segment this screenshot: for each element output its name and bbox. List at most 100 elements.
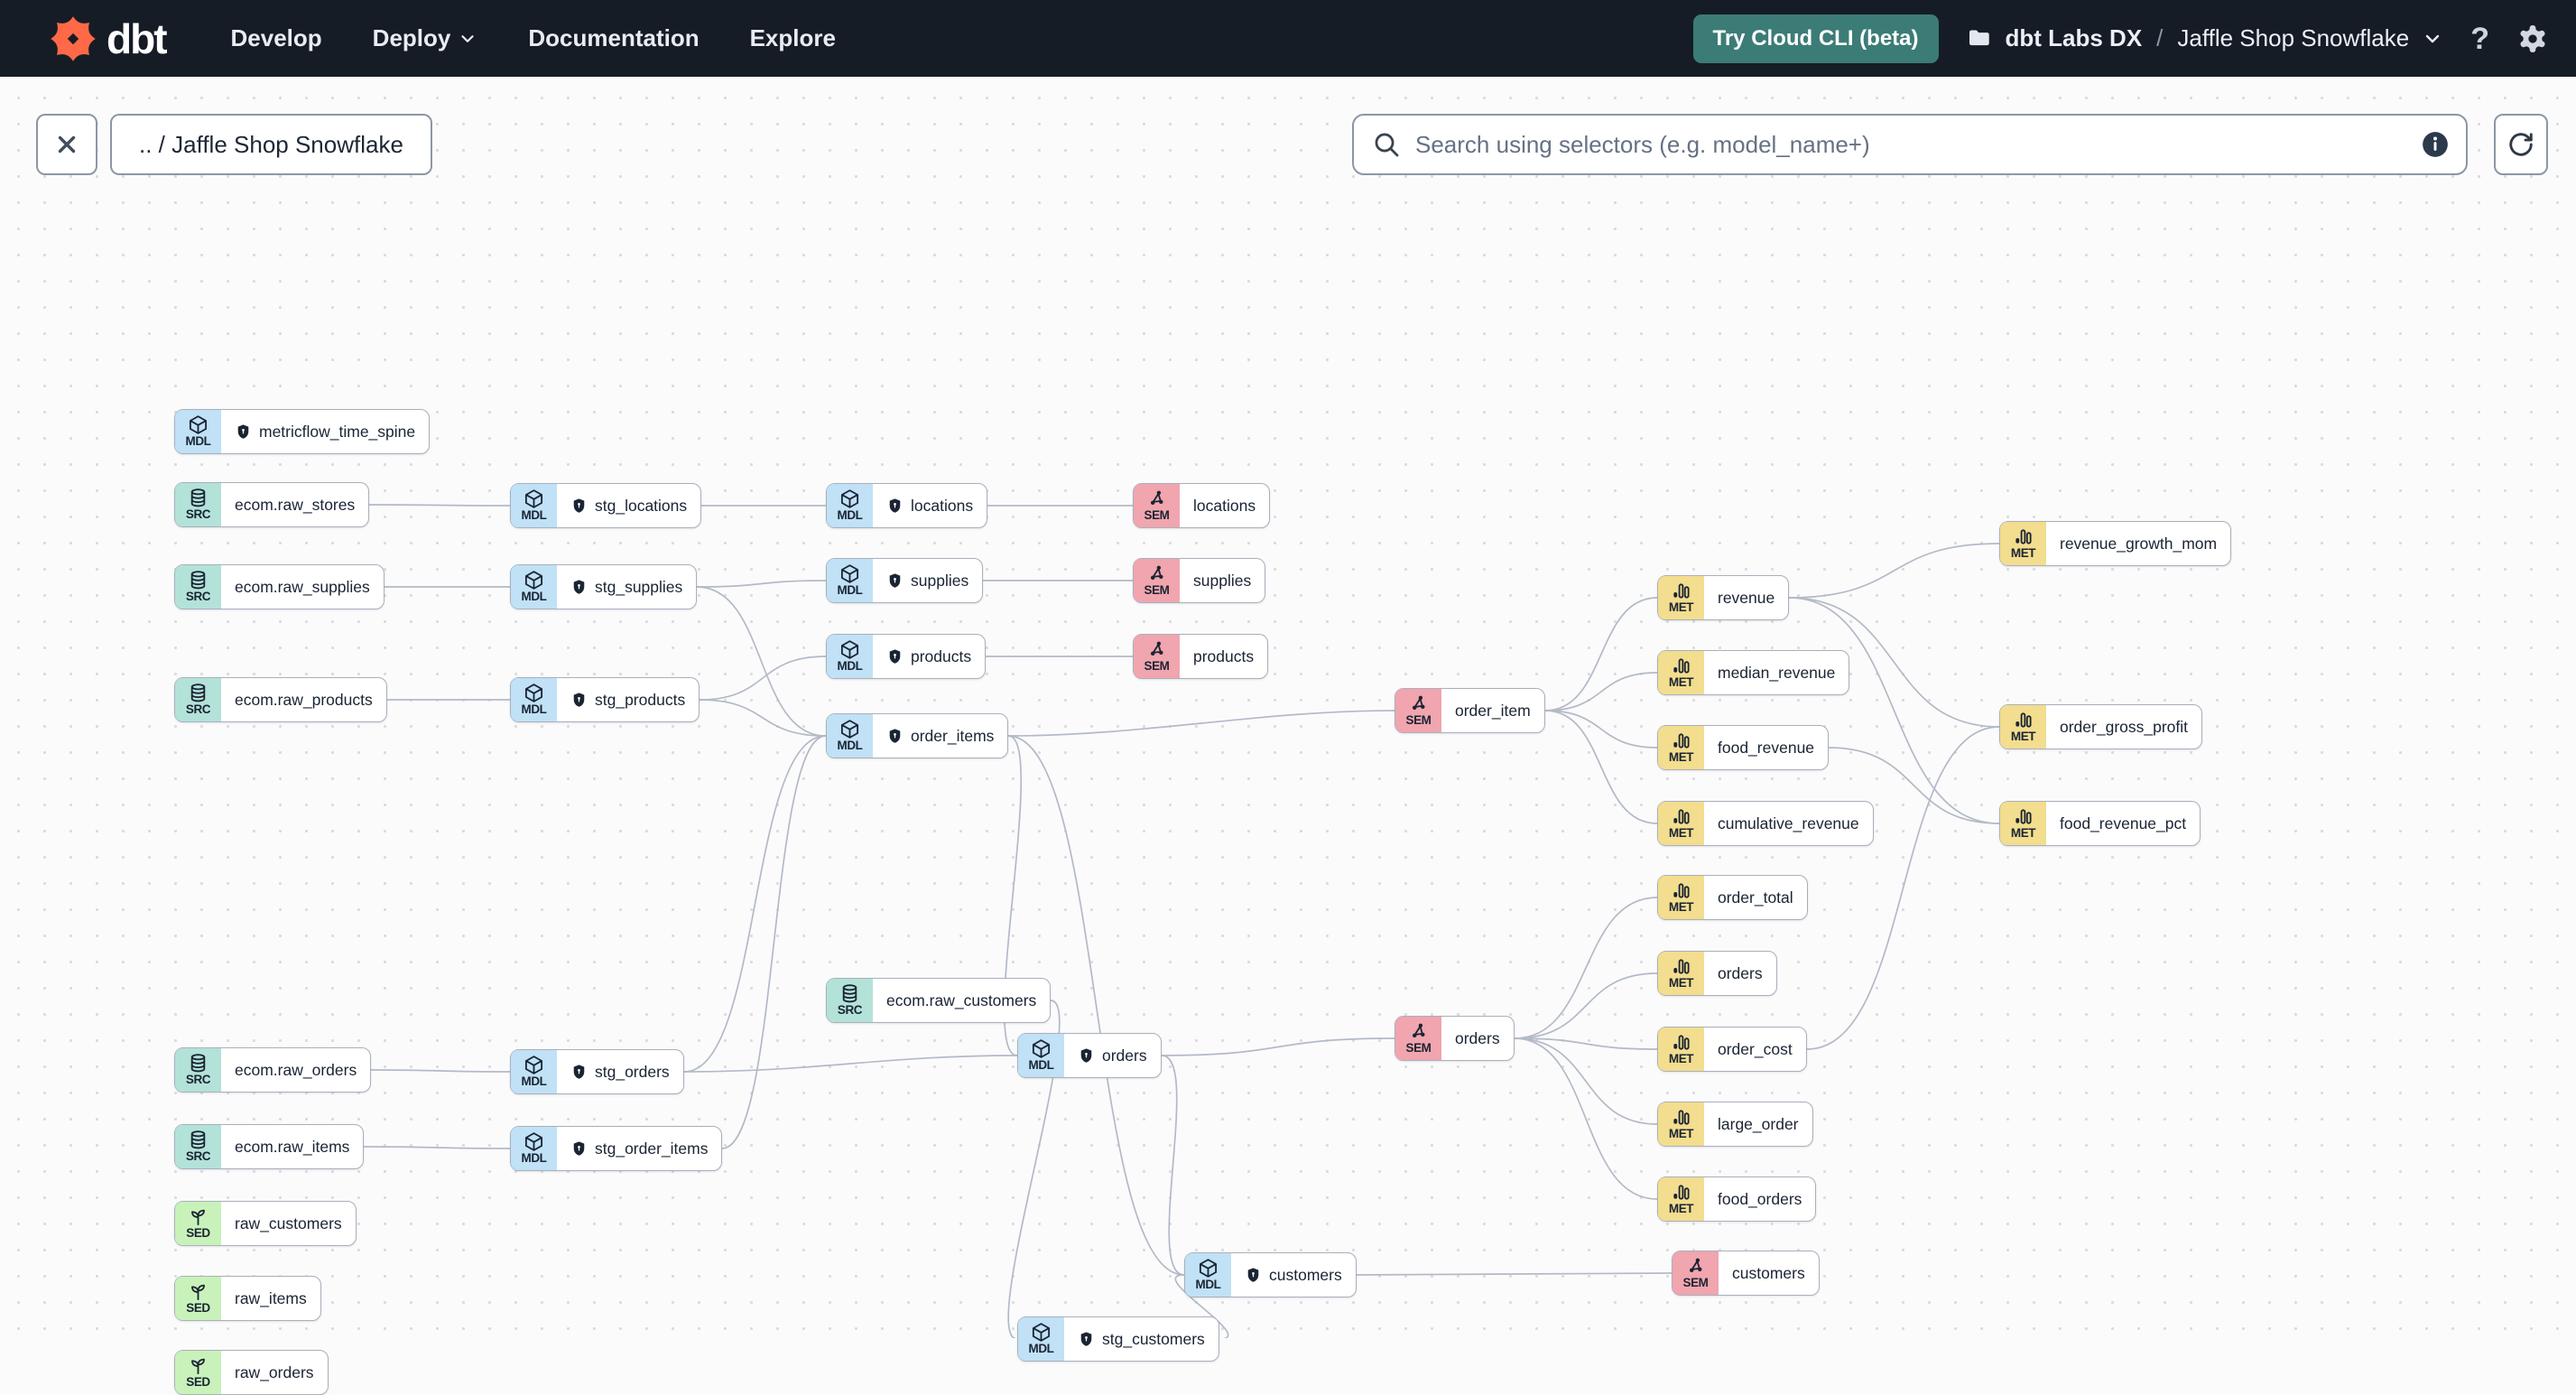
node-sem_supplies[interactable]: SEM supplies xyxy=(1133,558,1266,603)
close-lineage-button[interactable] xyxy=(36,114,97,175)
node-label: ecom.raw_stores xyxy=(221,483,368,526)
nav-explore[interactable]: Explore xyxy=(749,24,836,51)
type-badge-label: MET xyxy=(1668,600,1694,615)
cube-icon xyxy=(524,1132,543,1151)
shield-icon xyxy=(573,1064,585,1079)
cube-icon xyxy=(1032,1039,1051,1058)
bar-chart-icon xyxy=(1673,1185,1690,1200)
node-label-text: order_total xyxy=(1718,888,1793,907)
selector-search[interactable] xyxy=(1352,114,2468,175)
shield-icon xyxy=(889,498,901,513)
shield-icon xyxy=(1080,1331,1092,1346)
database-icon xyxy=(190,488,206,507)
type-badge-label: SEM xyxy=(1144,583,1170,598)
info-icon[interactable] xyxy=(2421,130,2450,159)
type-badge-label: MET xyxy=(1668,1202,1694,1216)
help-icon[interactable]: ? xyxy=(2470,21,2489,56)
nav-develop[interactable]: Develop xyxy=(230,24,322,51)
cube-icon xyxy=(524,571,543,590)
node-label-text: stg_orders xyxy=(595,1062,670,1081)
type-badge-label: MET xyxy=(1668,976,1694,990)
mdl-type-badge: MDL xyxy=(1018,1317,1064,1361)
type-badge-label: MET xyxy=(2010,546,2036,561)
node-label: stg_orders xyxy=(557,1050,683,1093)
type-badge-label: SEM xyxy=(1405,1041,1432,1056)
node-label: stg_products xyxy=(557,678,699,721)
node-met_food_revenue_pct[interactable]: MET food_revenue_pct xyxy=(1999,801,2201,846)
node-label: supplies xyxy=(1180,559,1265,602)
search-input[interactable] xyxy=(1413,129,2408,160)
type-badge-label: MET xyxy=(1668,750,1694,765)
account-project-selector[interactable]: dbt Labs DX / Jaffle Shop Snowflake xyxy=(1966,24,2444,52)
type-badge-label: MDL xyxy=(837,508,863,523)
type-badge-label: SEM xyxy=(1405,713,1432,728)
node-label-text: food_orders xyxy=(1718,1189,1802,1208)
sem-type-badge: SEM xyxy=(1134,559,1180,602)
node-label-text: cumulative_revenue xyxy=(1718,814,1859,832)
node-met_food_orders[interactable]: MET food_orders xyxy=(1657,1176,1817,1222)
node-met_food_revenue[interactable]: MET food_revenue xyxy=(1657,725,1830,770)
node-label-text: ecom.raw_stores xyxy=(235,495,356,514)
node-label-text: food_revenue xyxy=(1718,738,1815,757)
shield-icon xyxy=(573,498,585,513)
try-cloud-cli-button[interactable]: Try Cloud CLI (beta) xyxy=(1692,14,1939,63)
cube-icon xyxy=(1032,1323,1051,1342)
mdl-type-badge: MDL xyxy=(175,410,221,453)
mdl-type-badge: MDL xyxy=(511,565,557,609)
node-src_raw_stores[interactable]: SRC ecom.raw_stores xyxy=(174,482,370,527)
cube-icon xyxy=(840,720,859,739)
type-badge-label: SRC xyxy=(185,507,211,522)
gear-icon[interactable] xyxy=(2516,23,2549,55)
node-label: customers xyxy=(1231,1253,1356,1297)
node-label-text: revenue_growth_mom xyxy=(2060,534,2218,553)
node-label-text: raw_orders xyxy=(235,1362,314,1381)
node-met_revenue_growth_mom[interactable]: MET revenue_growth_mom xyxy=(1999,521,2232,566)
shield-icon xyxy=(1247,1267,1259,1282)
lineage-edge xyxy=(1788,543,2000,599)
lineage-edge xyxy=(363,1146,511,1149)
node-label-text: median_revenue xyxy=(1718,663,1836,682)
refresh-lineage-button[interactable] xyxy=(2494,114,2548,175)
lineage-edge xyxy=(696,586,827,737)
nav-documentation[interactable]: Documentation xyxy=(528,24,700,51)
nav-deploy[interactable]: Deploy xyxy=(373,24,478,52)
type-badge-label: MET xyxy=(2010,826,2036,841)
met-type-badge: MET xyxy=(1658,952,1704,995)
node-label-text: food_revenue_pct xyxy=(2060,814,2187,832)
